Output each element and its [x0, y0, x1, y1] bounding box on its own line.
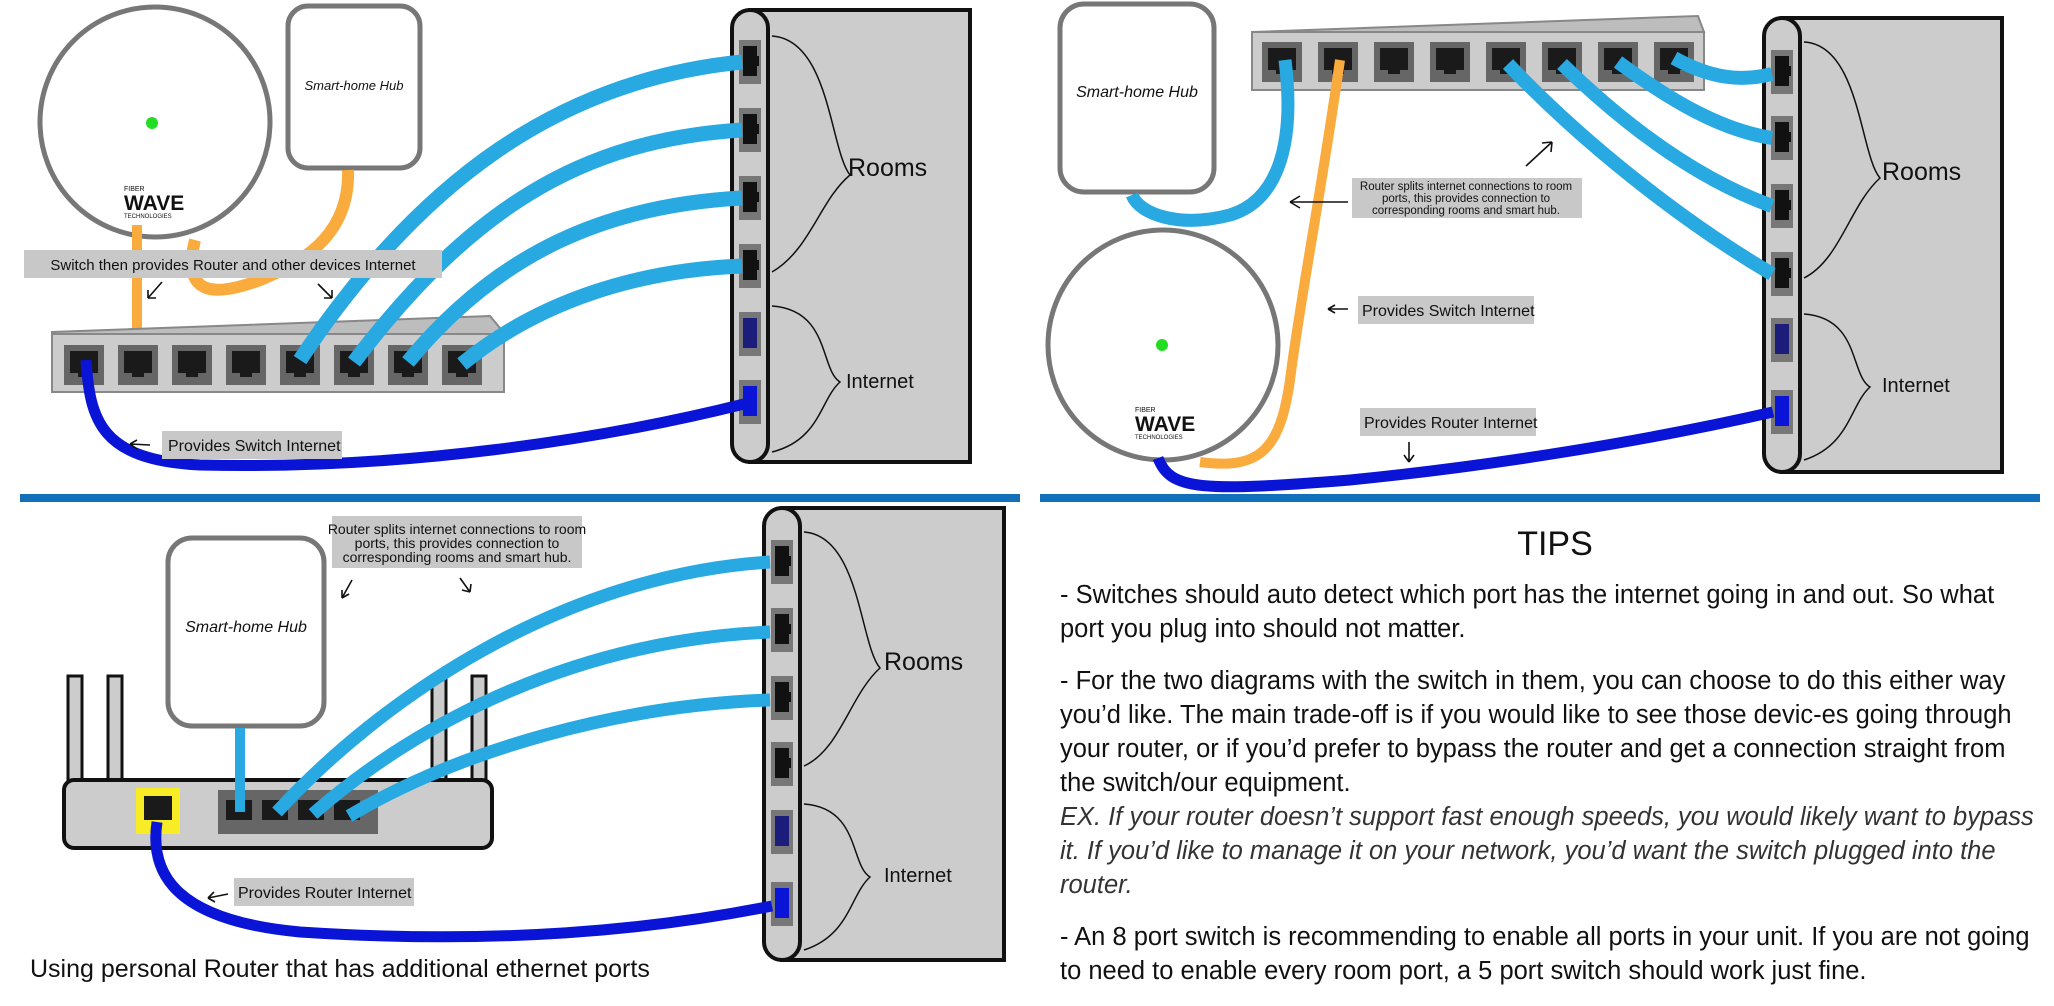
- arrow-icon: [147, 281, 163, 299]
- arrow-icon: [1403, 442, 1415, 463]
- tip-port-switch: - An 8 port switch is recommending to en…: [1060, 923, 2030, 985]
- rooms-label: Rooms: [1882, 158, 1961, 186]
- provides-router-label: Provides Router Internet: [1364, 415, 1538, 432]
- arrow-icon: [1289, 195, 1348, 209]
- arrow-icon: [341, 579, 353, 599]
- label-bg: [332, 516, 582, 568]
- panel-personal-router: Rooms Internet Smart-home Hub Route: [62, 506, 1006, 962]
- smart-hub-2: [1057, 1, 1217, 195]
- tip-example: EX. If your router doesn’t support fast …: [1060, 803, 2034, 899]
- switch-2: [1251, 14, 1706, 91]
- svg-text:FIBER: FIBER: [1135, 407, 1156, 414]
- fiberwave-logo-icon: FIBER WAVE TECHNOLOGIES: [1135, 407, 1195, 441]
- arrow-icon: [1327, 304, 1348, 314]
- smart-hub-3: [165, 535, 327, 729]
- router-splits-label: Router splits internet connections to ro…: [1360, 181, 1572, 193]
- label-bg: [24, 250, 442, 278]
- smart-hub-1: [285, 3, 423, 171]
- router-circle-1: FIBER WAVE TECHNOLOGIES: [37, 4, 273, 240]
- wall-panel-3: [762, 506, 1006, 962]
- internet-label: Internet: [846, 371, 914, 393]
- router-splits-label: ports, this provides connection to: [355, 535, 560, 551]
- divider-left: [20, 494, 1020, 502]
- internet-label: Internet: [1882, 375, 1950, 397]
- svg-text:TECHNOLOGIES: TECHNOLOGIES: [124, 214, 172, 220]
- router-splits-label: Router splits internet connections to ro…: [328, 521, 586, 537]
- svg-text:WAVE: WAVE: [124, 192, 184, 215]
- label-bg: [1352, 178, 1582, 218]
- tips-title: TIPS: [1517, 525, 1593, 563]
- wall-panel-1: [730, 8, 972, 464]
- arrow-icon: [1525, 141, 1553, 167]
- provides-switch-label: Provides Switch Internet: [168, 438, 341, 455]
- arrow-icon: [317, 283, 333, 299]
- switch-provides-label: Switch then provides Router and other de…: [50, 257, 416, 274]
- router-splits-label: corresponding rooms and smart hub.: [1372, 205, 1560, 217]
- status-led-icon: [146, 117, 158, 129]
- tip-auto-detect: - Switches should auto detect which port…: [1060, 581, 1995, 643]
- svg-text:FIBER: FIBER: [124, 186, 145, 193]
- router-splits-label: corresponding rooms and smart hub.: [343, 549, 572, 565]
- label-bg: [1358, 296, 1534, 324]
- arrow-icon: [129, 439, 151, 450]
- internet-label: Internet: [884, 865, 952, 887]
- rooms-label: Rooms: [884, 648, 963, 676]
- rooms-label: Rooms: [848, 154, 927, 182]
- smart-hub-label: Smart-home Hub: [305, 78, 404, 93]
- svg-text:TECHNOLOGIES: TECHNOLOGIES: [1135, 435, 1183, 441]
- router-caption: Using personal Router that has additiona…: [30, 955, 650, 983]
- panel-router-to-switch: Rooms Internet Smart-home Hub FIBER WAVE…: [1045, 1, 2004, 493]
- router-splits-label: ports, this provides connection to: [1382, 193, 1550, 205]
- label-bg: [1360, 408, 1536, 436]
- svg-text:WAVE: WAVE: [1135, 413, 1195, 436]
- router-circle-2: FIBER WAVE TECHNOLOGIES: [1045, 227, 1281, 463]
- provides-switch-label: Provides Switch Internet: [1362, 303, 1535, 320]
- provides-router-label: Provides Router Internet: [238, 885, 412, 902]
- label-bg: [162, 431, 342, 459]
- arrow-icon: [459, 577, 472, 593]
- smart-hub-label: Smart-home Hub: [185, 619, 307, 636]
- divider-right: [1040, 494, 2040, 502]
- label-bg: [234, 878, 414, 906]
- wall-panel-2: [1762, 16, 2004, 474]
- fiberwave-logo-icon: FIBER WAVE TECHNOLOGIES: [124, 186, 184, 220]
- tip-trade-off-text: - For the two diagrams with the switch i…: [1060, 667, 2012, 797]
- smart-hub-label: Smart-home Hub: [1076, 84, 1198, 101]
- status-led-icon: [1156, 339, 1168, 351]
- arrow-icon: [207, 891, 229, 903]
- panel-switch-to-router: Rooms Internet FIBER WAVE TECHNOLOGIES S…: [24, 3, 972, 472]
- tip-trade-off: - For the two diagrams with the switch i…: [1060, 664, 2040, 800]
- tips-section: TIPS - Switches should auto detect which…: [1060, 525, 2040, 1006]
